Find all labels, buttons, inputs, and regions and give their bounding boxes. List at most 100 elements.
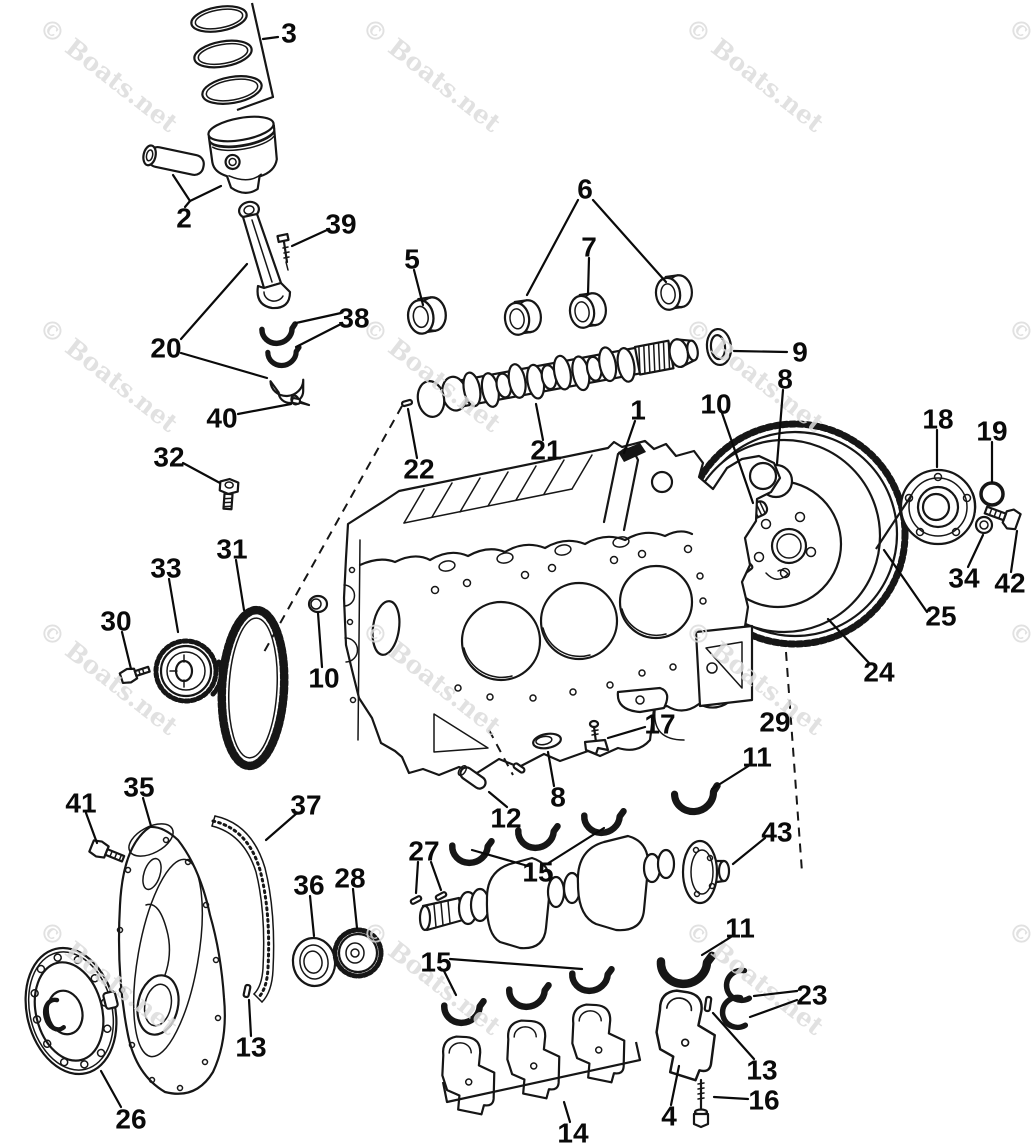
callout-15-leader — [545, 826, 606, 866]
callout-42-leader — [1009, 529, 1019, 574]
timing-cover-illustration — [116, 823, 226, 1095]
rear-main-shell-upper — [674, 780, 723, 817]
callout-7-leader — [586, 256, 591, 296]
callout-3-leader — [261, 35, 280, 41]
oil-plug-washer-8 — [532, 732, 562, 750]
callout-14-leader — [562, 1100, 572, 1124]
connecting-rod-illustration — [238, 200, 292, 310]
callout-22-leader — [406, 407, 419, 460]
callout-number-5-3: 5 — [404, 244, 420, 275]
callout-20-leader — [179, 351, 269, 380]
callout-32-leader — [181, 461, 222, 485]
callout-number-31-23: 31 — [216, 534, 247, 565]
oil-pump-pin-12 — [457, 764, 487, 790]
cam-bearing-5 — [404, 294, 450, 337]
callout-23-leader — [748, 998, 799, 1019]
callout-number-27-34: 27 — [408, 836, 439, 867]
bracket-line-main-cap-set-bracket — [441, 1041, 642, 1104]
callout-25-leader — [882, 548, 929, 614]
cam-bearing-9 — [705, 327, 733, 367]
cam-bearing-7 — [566, 290, 610, 331]
callout-24-leader — [826, 617, 871, 665]
callout-number-12-35: 12 — [490, 803, 521, 834]
callout-number-42-18: 42 — [994, 568, 1025, 599]
callout-37-leader — [264, 811, 299, 842]
engine-block-illustration — [342, 439, 782, 777]
callout-number-23-43: 23 — [796, 980, 827, 1011]
watermark-13: © Boats.net — [356, 915, 506, 1041]
callout-8-leader — [546, 750, 556, 788]
cam-bearing-6b — [652, 272, 696, 313]
callout-17-leader — [606, 725, 647, 740]
watermark-11: © Boats.net — [1002, 615, 1033, 741]
callout-6-leader — [591, 198, 668, 284]
callout-number-32-21: 32 — [153, 442, 184, 473]
callout-27-leader — [429, 860, 443, 892]
callout-10-leader — [720, 411, 755, 505]
callout-15-leader — [442, 969, 458, 997]
callout-number-13-44: 13 — [746, 1055, 777, 1086]
callout-27-leader — [414, 860, 420, 895]
callout-30-leader — [120, 630, 133, 671]
bolt-42 — [983, 505, 1022, 531]
bracket-line-ring-set-bracket — [236, 2, 275, 112]
callout-1-leader — [622, 419, 637, 455]
crank-key-27a — [409, 895, 423, 905]
bolt-32 — [218, 477, 240, 511]
callout-number-24-20: 24 — [863, 657, 895, 688]
callout-number-41-29: 41 — [65, 788, 96, 819]
callout-15-leader — [470, 848, 530, 868]
callout-number-25-19: 25 — [925, 601, 956, 632]
callout-number-28-33: 28 — [334, 863, 365, 894]
callout-number-1-13: 1 — [630, 395, 646, 426]
callout-number-8-36: 8 — [550, 782, 566, 813]
cam-bearing-6a — [501, 297, 545, 338]
crank-gear-illustration — [332, 927, 384, 979]
callout-number-26-41: 26 — [115, 1104, 146, 1135]
callout-43-leader — [731, 836, 767, 866]
callout-5-leader — [412, 268, 425, 307]
callout-15-leader — [448, 957, 584, 971]
callout-8-leader — [775, 388, 785, 466]
callout-number-33-22: 33 — [150, 553, 181, 584]
piston-illustration — [207, 115, 278, 194]
washer-34 — [974, 515, 994, 535]
callout-number-3-0: 3 — [281, 18, 297, 49]
bolt-41 — [88, 839, 126, 863]
cup-plug-10 — [307, 594, 329, 614]
callout-26-leader — [99, 1069, 123, 1109]
callout-11-leader — [710, 763, 752, 791]
callout-number-34-17: 34 — [948, 563, 980, 594]
callout-number-7-8: 7 — [581, 232, 597, 263]
callout-12-leader — [487, 790, 509, 809]
main-shell-upper-2 — [518, 820, 562, 851]
bracket-line-flywheel-hub-align — [875, 495, 912, 550]
callout-6-leader — [525, 198, 580, 297]
watermark-3: © Boats.net — [1002, 12, 1033, 138]
callout-16-leader — [712, 1095, 750, 1101]
crankshaft-illustration — [418, 834, 731, 950]
callout-33-leader — [167, 577, 180, 634]
construction-lines — [236, 2, 912, 1104]
callout-40-leader — [236, 402, 293, 416]
callout-2-leader — [171, 173, 192, 203]
cover-gasket-illustration — [211, 815, 275, 1003]
callout-number-20-5: 20 — [150, 333, 181, 364]
cam-pin — [400, 398, 414, 408]
block-bolt-holes — [346, 544, 707, 704]
callout-38-leader — [294, 322, 343, 349]
main-cap-3 — [569, 1001, 628, 1086]
timing-chain-illustration — [217, 605, 289, 771]
callout-number-29-27: 29 — [759, 707, 790, 738]
rod-bolt-illustration — [276, 232, 290, 271]
main-cap-1 — [439, 1033, 498, 1118]
callout-number-19-16: 19 — [976, 416, 1007, 447]
callout-2-leader — [188, 184, 223, 203]
crank-key-27b — [434, 891, 448, 901]
front-seal-illustration — [291, 936, 337, 988]
callout-9-leader — [732, 349, 789, 354]
callout-number-8-10: 8 — [777, 364, 793, 395]
callout-number-15-37: 15 — [522, 857, 553, 888]
